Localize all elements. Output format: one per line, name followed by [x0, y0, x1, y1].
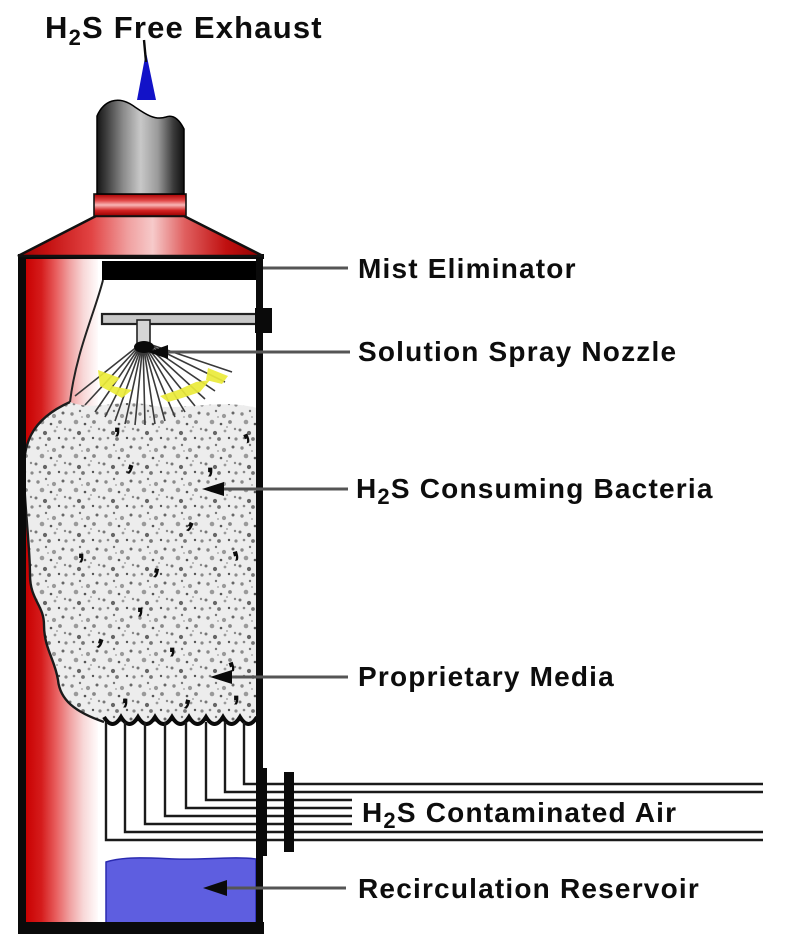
- stack-neck-band: [93, 193, 187, 217]
- vessel-left-border: [18, 256, 26, 934]
- contaminated-air-label-backing: [352, 796, 768, 829]
- svg-text:,: ,: [113, 406, 123, 439]
- leader-lines: [148, 266, 350, 896]
- svg-text:,: ,: [121, 677, 131, 710]
- inlet-flange: [258, 768, 294, 856]
- label-mist-eliminator: Mist Eliminator: [358, 253, 577, 284]
- svg-text:,: ,: [168, 626, 178, 659]
- label-h2s-consuming-bacteria: H2S Consuming Bacteria: [356, 473, 714, 509]
- mist-eliminator-band: [102, 261, 257, 280]
- svg-text:,: ,: [232, 674, 242, 707]
- exhaust-stack: [96, 99, 185, 195]
- spray-fan: [74, 341, 233, 426]
- vessel-bottom: [18, 922, 264, 934]
- label-proprietary-media: Proprietary Media: [358, 661, 615, 692]
- vessel-cone-hood: [17, 214, 264, 258]
- arrowhead-proprietary-media: [210, 670, 232, 684]
- spray-nozzle: [134, 341, 154, 353]
- svg-text:,: ,: [206, 446, 216, 479]
- interior-left-boundary: [69, 279, 104, 403]
- svg-text:,: ,: [136, 586, 146, 619]
- svg-text:,: ,: [77, 532, 87, 565]
- spray-splashes: [98, 368, 228, 402]
- label-h2s-contaminated-air: H2S Contaminated Air: [362, 797, 677, 833]
- media-bed: [23, 402, 257, 722]
- exhaust-arrow-icon: [137, 52, 156, 100]
- arrowhead-recirculation-reservoir: [203, 880, 227, 896]
- spray-pipe-wall-nub: [255, 308, 272, 333]
- arrowhead-spray-nozzle: [148, 345, 168, 359]
- exhaust-arrow-tip: [142, 39, 148, 63]
- spray-supply-pipe: [100, 312, 260, 326]
- label-recirculation-reservoir: Recirculation Reservoir: [358, 873, 700, 904]
- recirculation-reservoir-liquid: [105, 857, 257, 925]
- vessel-right-wall: [256, 256, 263, 934]
- arrowhead-bacteria: [202, 482, 224, 496]
- label-solution-spray-nozzle: Solution Spray Nozzle: [358, 336, 677, 367]
- spray-nozzle-stem: [136, 319, 151, 345]
- diagram-title: H2S Free Exhaust: [45, 10, 323, 50]
- media-support-scallops: [102, 713, 259, 726]
